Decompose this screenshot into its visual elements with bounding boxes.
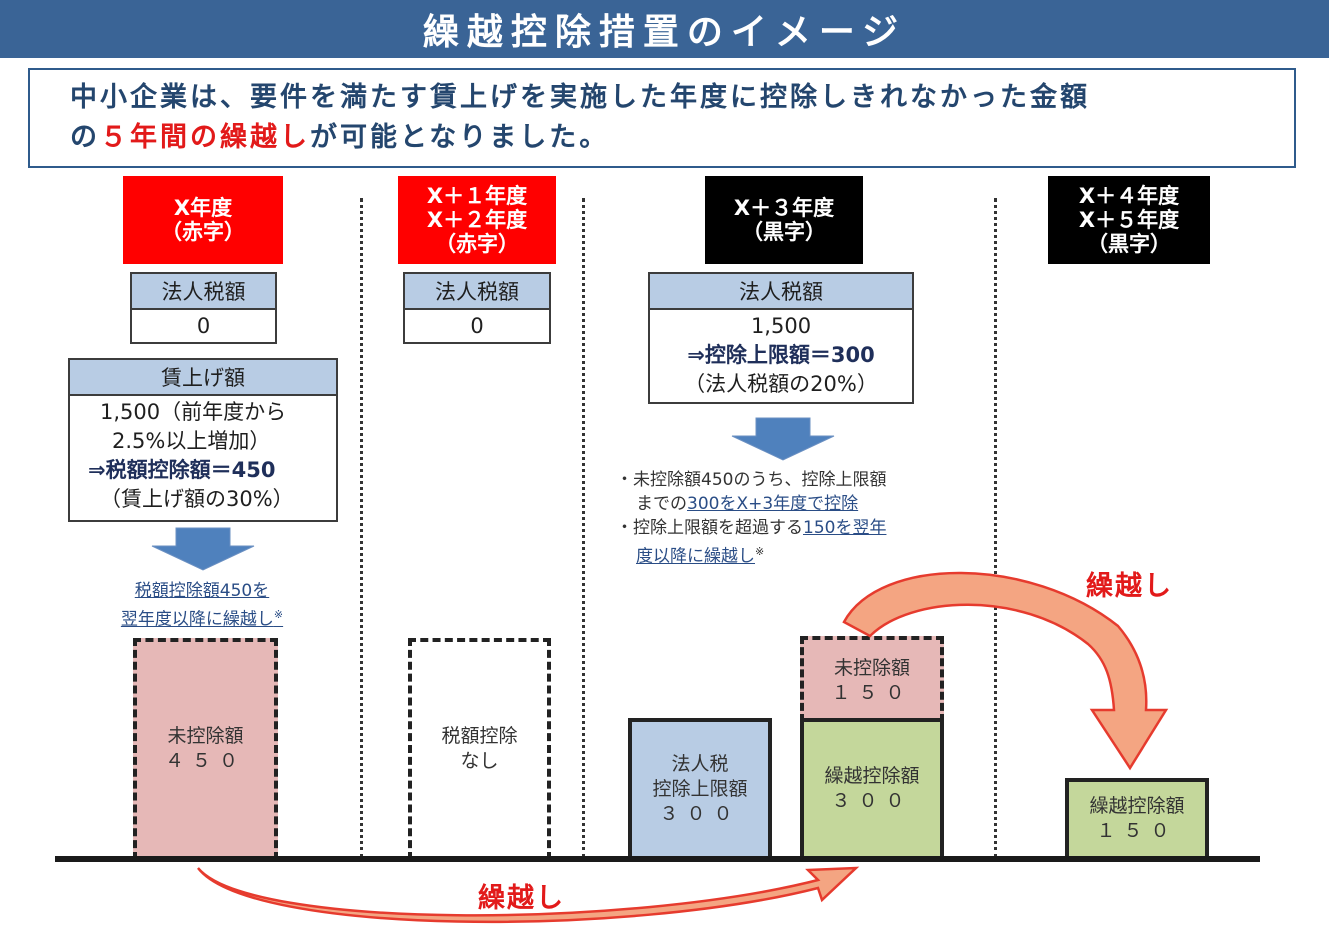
down-arrow-icon — [731, 417, 835, 461]
year-head-x3-line-1: X＋３年度 — [733, 196, 835, 220]
bar-limit-value: ３００ — [659, 802, 741, 825]
bar-carryover-x45-value: １５０ — [1096, 820, 1178, 842]
year-head-x45-line-3: （黒字） — [1087, 232, 1171, 256]
year-head-x-line-2: （赤字） — [161, 220, 245, 244]
divider-1 — [360, 198, 363, 858]
divider-2 — [582, 198, 585, 858]
bar-deduction-limit-x3: 法人税 控除上限額 ３００ — [628, 718, 772, 860]
wage-value-x: 1,500（前年度から 2.5%以上増加） ⇒税額控除額＝450 （賃上げ額の3… — [68, 396, 338, 522]
wage-credit: ⇒税額控除額＝450 — [88, 458, 276, 482]
note-1-line-2-pre: までの — [636, 494, 687, 514]
page-title: 繰越控除措置のイメージ — [0, 0, 1329, 58]
bar-no-credit-x12: 税額控除 なし — [408, 638, 551, 860]
year-head-x45-line-2: X＋５年度 — [1078, 208, 1180, 232]
note-1-line-2-underlined: 300をX+3年度で控除 — [687, 494, 859, 514]
year-head-x45: X＋４年度 X＋５年度 （黒字） — [1048, 176, 1210, 264]
year-head-x12-line-1: X＋１年度 — [426, 184, 528, 208]
note-2-line-2-underlined: 度以降に繰越し — [636, 546, 755, 567]
intro-highlight: ５年間の繰越し — [100, 122, 310, 153]
tax-value-x: 0 — [130, 310, 277, 344]
bar-unused-x: 未控除額 ４５０ — [133, 638, 278, 860]
carry-note-x-line-2: 翌年度以降に繰越し※ — [88, 603, 316, 632]
year-head-x45-line-1: X＋４年度 — [1078, 184, 1180, 208]
bar-carryover-x45: 繰越控除額 １５０ — [1065, 778, 1209, 860]
note-2-line-1: ・控除上限額を超過する150を翌年 — [616, 516, 976, 540]
bar-unused-x3: 未控除額 １５０ — [800, 636, 944, 722]
note-1-line-1: ・未控除額450のうち、控除上限額 — [616, 470, 887, 490]
carry-note-x: 税額控除額450を 翌年度以降に繰越し※ — [88, 580, 316, 632]
bar-limit-line-2: 控除上限額 — [652, 777, 748, 800]
wage-note: （賃上げ額の30%） — [100, 487, 294, 511]
carryover-label-bottom: 繰越し — [478, 883, 565, 914]
carryover-label-top: 繰越し — [1086, 571, 1173, 602]
tax-label-x: 法人税額 — [130, 272, 277, 310]
bar-no-credit-label-1: 税額控除 — [441, 725, 518, 747]
year-head-x-line-1: X年度 — [173, 196, 233, 220]
bar-unused-x3-value: １５０ — [831, 682, 913, 704]
baseline — [55, 856, 1260, 862]
bar-carryover-x3-label: 繰越控除額 — [824, 765, 920, 787]
carryover-arrow-top-icon — [842, 571, 1169, 771]
note-mark: ※ — [755, 545, 765, 558]
carry-note-x-line-2-text: 翌年度以降に繰越し — [120, 609, 274, 630]
tax-value-x3-amount: 1,500 — [750, 314, 812, 338]
year-head-x12: X＋１年度 X＋２年度 （赤字） — [398, 176, 556, 264]
year-head-x3-line-2: （黒字） — [742, 220, 826, 244]
carry-note-x-line-1: 税額控除額450を — [134, 581, 270, 601]
bar-no-credit-label-2: なし — [460, 750, 499, 772]
year-head-x: X年度 （赤字） — [123, 176, 283, 264]
tax-value-x3: 1,500 ⇒控除上限額＝300 （法人税額の20%） — [648, 310, 914, 404]
note-2-line-1-pre: ・控除上限額を超過する — [616, 518, 803, 538]
note-2-line-2: 度以降に繰越し※ — [616, 540, 976, 569]
bar-limit-line-1: 法人税 — [671, 752, 729, 775]
bar-unused-x3-label: 未控除額 — [833, 657, 910, 679]
intro-line-2-post: が可能となりました。 — [310, 122, 610, 153]
intro-box: 中小企業は、要件を満たす賃上げを実施した年度に控除しきれなかった金額 の５年間の… — [28, 68, 1296, 168]
bar-carryover-x45-label: 繰越控除額 — [1089, 795, 1185, 817]
down-arrow-icon — [151, 527, 255, 571]
wage-label-x: 賃上げ額 — [68, 358, 338, 396]
note-2-line-1-underlined: 150を翌年 — [803, 518, 887, 538]
note-1-line-2: までの300をX+3年度で控除 — [616, 492, 976, 516]
wage-line-2: 2.5%以上増加） — [112, 429, 271, 453]
tax-label-x12: 法人税額 — [403, 272, 551, 310]
carryover-arrow-bottom-icon — [197, 866, 860, 924]
wage-line-1: 1,500（前年度から — [100, 400, 287, 424]
deduction-limit: ⇒控除上限額＝300 — [687, 343, 875, 367]
intro-line-1: 中小企業は、要件を満たす賃上げを実施した年度に控除しきれなかった金額 — [70, 82, 1090, 113]
bar-unused-x-label: 未控除額 — [167, 725, 244, 747]
bar-unused-x-value: ４５０ — [164, 750, 246, 772]
intro-line-2: の５年間の繰越しが可能となりました。 — [70, 118, 1294, 158]
tax-label-x3: 法人税額 — [648, 272, 914, 310]
bar-carryover-x3-value: ３００ — [831, 790, 913, 812]
note-mark: ※ — [273, 608, 284, 621]
year-head-x3: X＋３年度 （黒字） — [705, 176, 863, 264]
explanation-notes-x3: ・未控除額450のうち、控除上限額 までの300をX+3年度で控除 ・控除上限額… — [616, 468, 976, 569]
tax-value-x12: 0 — [403, 310, 551, 344]
deduction-limit-note: （法人税額の20%） — [684, 372, 878, 396]
year-head-x12-line-3: （赤字） — [435, 232, 519, 256]
year-head-x12-line-2: X＋２年度 — [426, 208, 528, 232]
divider-3 — [994, 198, 997, 858]
intro-line-2-pre: の — [70, 122, 100, 153]
